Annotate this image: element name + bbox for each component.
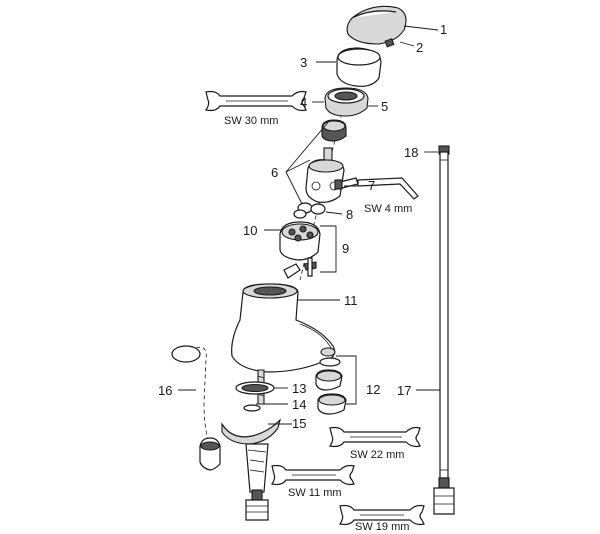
retaining-nut bbox=[324, 87, 369, 117]
callout-14: 14 bbox=[292, 397, 306, 412]
wrench-size-labels: SW 30 mm SW 4 mm SW 22 mm SW 11 mm SW 19… bbox=[224, 115, 412, 533]
aerator-set bbox=[315, 357, 347, 415]
seals bbox=[293, 202, 326, 219]
chain-and-plug bbox=[171, 345, 221, 471]
wrench-sw19 bbox=[339, 504, 425, 526]
wrench-label-sw4: SW 4 mm bbox=[364, 203, 412, 215]
wrench-label-sw11: SW 11 mm bbox=[288, 487, 342, 499]
connection-hose bbox=[433, 145, 455, 515]
leader-lines bbox=[178, 25, 440, 425]
callout-1: 1 bbox=[440, 22, 447, 37]
bottom-connector bbox=[245, 489, 269, 521]
fixing-ring bbox=[235, 381, 275, 395]
diverter bbox=[279, 221, 321, 261]
callout-18: 18 bbox=[404, 145, 418, 160]
allen-key bbox=[357, 177, 419, 200]
callout-labels: 1 2 3 4 5 6 7 8 9 10 11 12 13 14 15 16 1… bbox=[158, 22, 447, 431]
washer bbox=[243, 404, 261, 412]
screw bbox=[334, 177, 359, 190]
fixing-plate bbox=[221, 418, 282, 445]
callout-11: 11 bbox=[344, 293, 358, 308]
callout-12: 12 bbox=[366, 382, 380, 397]
wrench-label-sw30: SW 30 mm bbox=[224, 115, 278, 127]
wrench-label-sw19: SW 19 mm bbox=[355, 521, 409, 533]
callout-5: 5 bbox=[381, 99, 388, 114]
callout-6: 6 bbox=[271, 165, 278, 180]
wrench-sw11 bbox=[271, 464, 355, 486]
callout-9: 9 bbox=[342, 241, 349, 256]
callout-7: 7 bbox=[368, 178, 375, 193]
callout-4: 4 bbox=[300, 95, 307, 110]
small-fittings bbox=[283, 257, 317, 279]
cartridge bbox=[305, 147, 345, 203]
callout-2: 2 bbox=[416, 40, 423, 55]
wrench-sw22 bbox=[329, 426, 421, 448]
handle-lever bbox=[346, 5, 407, 45]
callout-8: 8 bbox=[346, 207, 353, 222]
wrench-sw30 bbox=[205, 90, 307, 112]
callout-17: 17 bbox=[397, 383, 411, 398]
cover-cap bbox=[336, 47, 382, 87]
callout-15: 15 bbox=[292, 416, 306, 431]
fixing-sleeve bbox=[245, 443, 269, 493]
callout-16: 16 bbox=[158, 383, 172, 398]
cartridge-ring bbox=[321, 119, 347, 142]
wrench-label-sw22: SW 22 mm bbox=[350, 449, 404, 461]
callout-3: 3 bbox=[300, 55, 307, 70]
mixer-body bbox=[231, 283, 336, 373]
callout-10: 10 bbox=[243, 223, 257, 238]
set-screw bbox=[384, 38, 395, 48]
callout-13: 13 bbox=[292, 381, 306, 396]
